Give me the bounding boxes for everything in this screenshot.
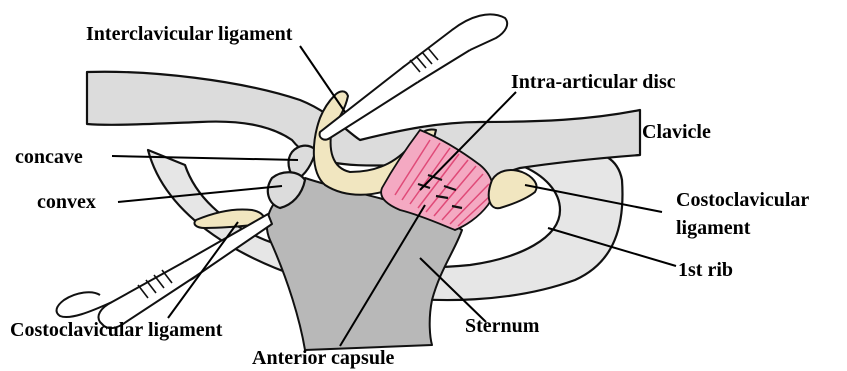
label-concave: concave [15,146,83,168]
label-costoclavicular-right-1: Costoclavicular [676,189,809,211]
label-anterior-capsule: Anterior capsule [252,347,395,369]
label-interclavicular-ligament: Interclavicular ligament [86,23,293,45]
label-intra-articular-disc: Intra-articular disc [511,71,676,93]
label-costoclavicular-right-2: ligament [676,217,751,239]
label-costoclavicular-left: Costoclavicular ligament [10,319,223,341]
label-clavicle: Clavicle [642,121,711,143]
label-convex: convex [37,191,96,213]
costoclavicular-ligament-right-shape [489,170,537,208]
leader-concave [112,156,298,160]
label-sternum: Sternum [465,315,540,337]
label-first-rib: 1st rib [678,259,733,281]
scalpel-upper [320,14,508,139]
scalpel-lower [57,214,272,328]
